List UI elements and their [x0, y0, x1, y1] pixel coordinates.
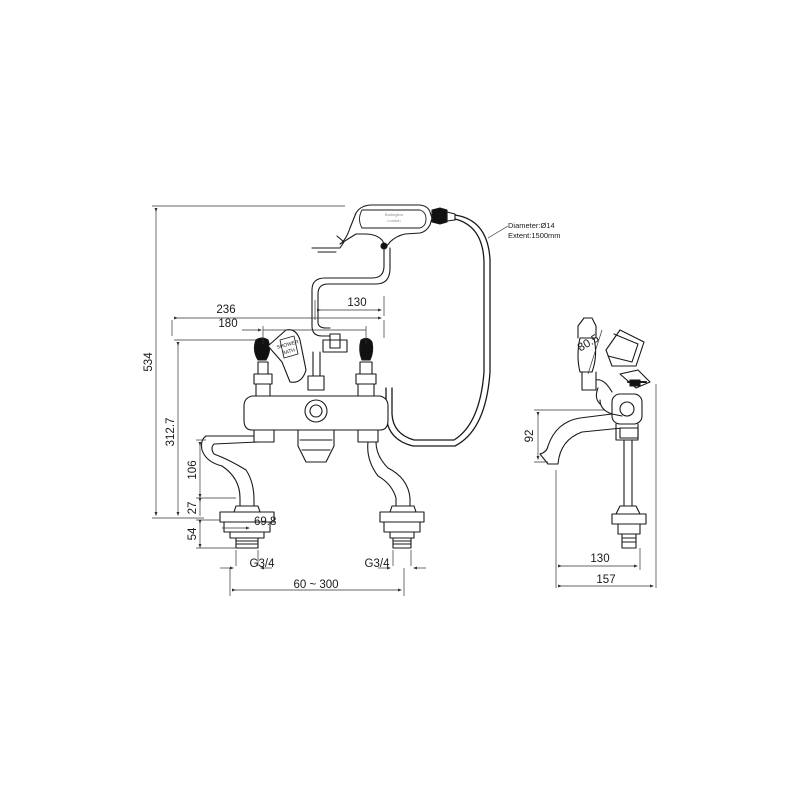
dim-tail-length: 54 [187, 527, 199, 540]
handset-brand-city: London [387, 218, 400, 223]
side-spout [539, 413, 623, 465]
side-view [539, 317, 651, 549]
side-foot [611, 505, 647, 549]
valve-body [243, 395, 389, 463]
dim-handle-centres: 180 [218, 318, 237, 330]
right-handle [355, 337, 377, 397]
dim-thread-right: G3/4 [365, 558, 391, 570]
dim-leg-height: 106 [187, 460, 199, 479]
front-dimension-texts: 534 312.7 106 27 54 69.8 236 180 130 G3/… [143, 221, 561, 591]
left-leg [200, 429, 275, 549]
side-body [595, 387, 643, 507]
front-view: Burlington London [200, 204, 491, 549]
front-dimension-lines [152, 205, 509, 596]
riser-pipe [307, 247, 391, 391]
dim-spout-reach: 130 [590, 553, 609, 565]
left-handle: SHOWER BATH [253, 329, 307, 397]
dim-overall-height: 534 [143, 352, 155, 372]
handset: Burlington London [311, 204, 456, 253]
right-leg [357, 429, 425, 549]
handle-label-line1: SHOWER [276, 339, 300, 351]
hose-extent-note: Extent:1500mm [508, 231, 561, 240]
side-dimension-texts: 80.5 92 130 157 [524, 333, 616, 586]
dim-shower-offset: 130 [347, 297, 366, 309]
dim-centres-range: 60 ~ 300 [293, 579, 338, 591]
dim-inlet-height: 312.7 [165, 418, 177, 447]
dim-spout-height: 92 [524, 430, 536, 443]
dim-outer-width: 236 [216, 304, 235, 316]
dim-thread-left: G3/4 [250, 558, 276, 570]
dim-flange-width: 69.8 [254, 516, 276, 528]
hose-diameter-note: Diameter:Ø14 [508, 221, 555, 230]
handset-brand-name: Burlington [385, 212, 403, 217]
shower-hose [385, 214, 491, 447]
dim-flange-height: 27 [187, 502, 199, 515]
handle-label-line2: BATH [282, 347, 296, 356]
dim-overall-depth: 157 [596, 574, 615, 586]
side-dimension-lines [534, 329, 657, 588]
side-handle [577, 317, 651, 393]
